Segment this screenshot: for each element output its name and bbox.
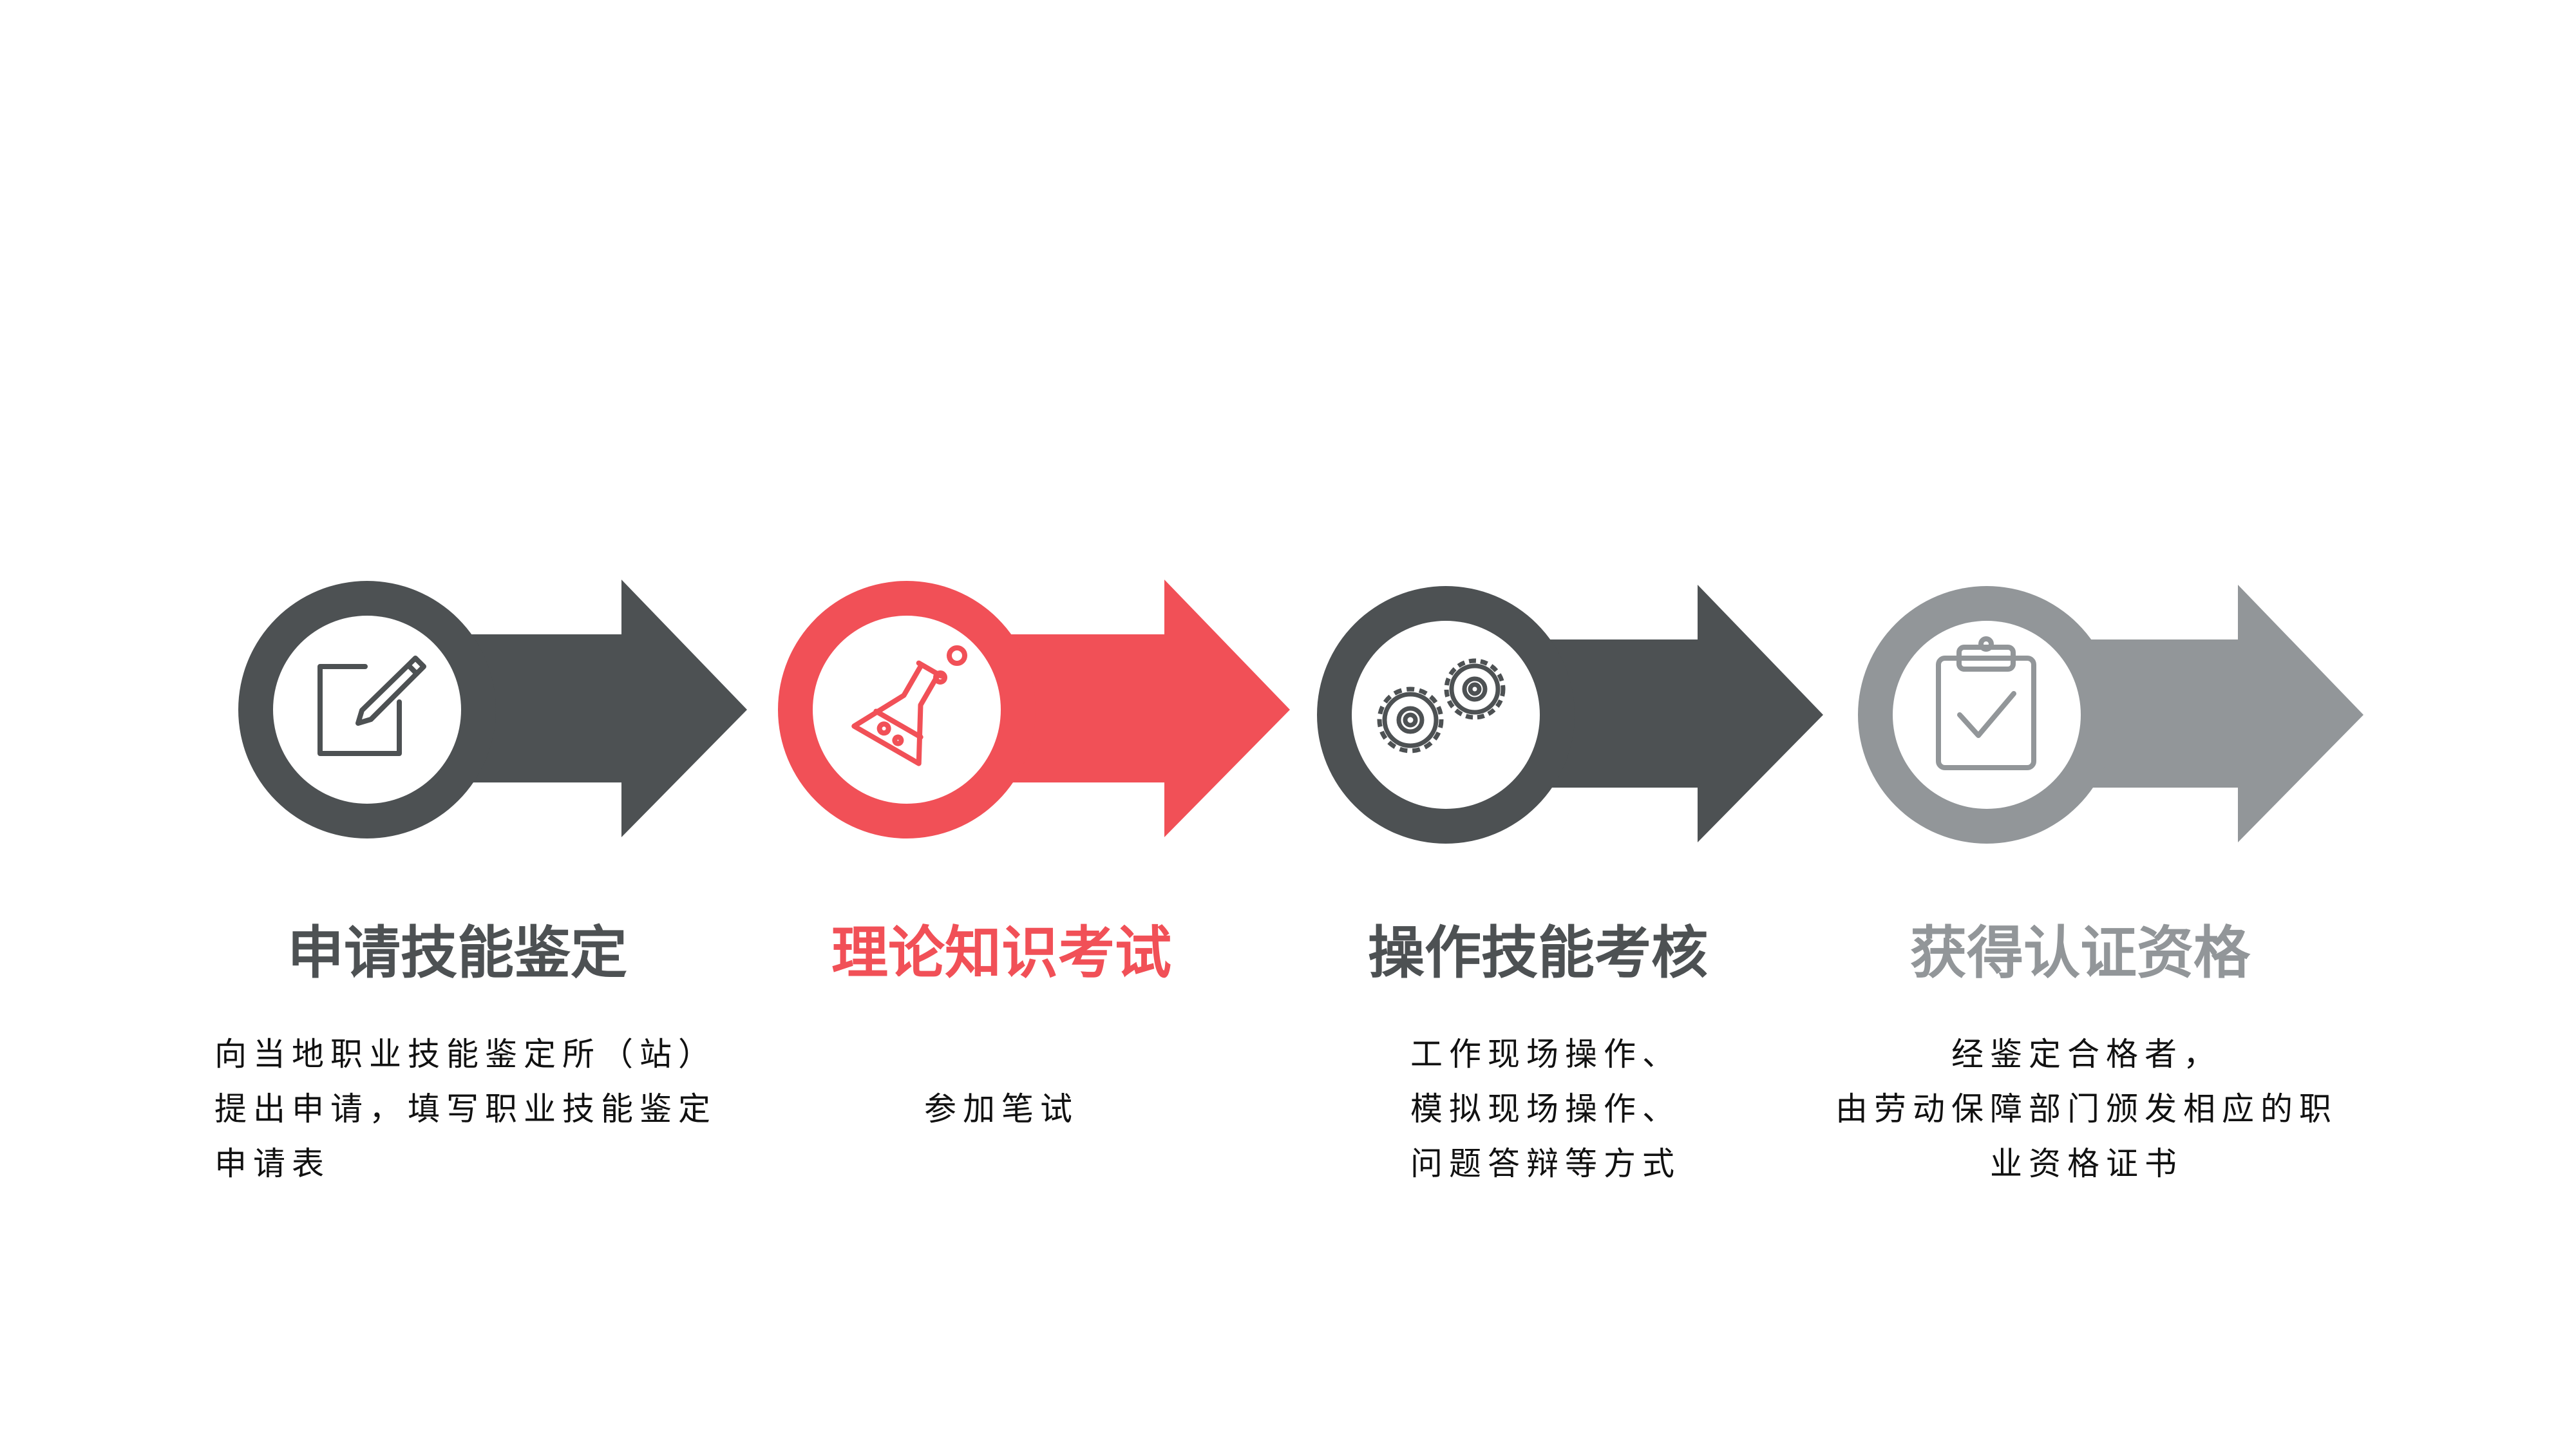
step-3-arrow [1317, 585, 1823, 844]
step-4-description-line-1: 经鉴定合格者， [1951, 1036, 2222, 1073]
step-1-description-line-2: 提出申请，填写职业技能鉴定 [214, 1090, 717, 1128]
step-2-arrow [778, 580, 1290, 838]
step-2-description: 参加笔试 [731, 1082, 1272, 1137]
step-1-description-line-3: 申请表 [214, 1145, 330, 1182]
step-3-arrow-head [1698, 585, 1823, 842]
flask-icon [851, 645, 967, 766]
step-1-arrow [238, 580, 747, 838]
step-2-ring-inner [813, 616, 1001, 804]
step-4-description-line-3: 业资格证书 [1990, 1145, 2183, 1182]
edit-icon [317, 656, 426, 756]
step-2-description-line-1: 参加笔试 [924, 1090, 1079, 1128]
step-1-title: 申请技能鉴定 [287, 920, 627, 986]
step-3-description-line-2: 模拟现场操作、 [1410, 1090, 1681, 1128]
step-1-ring-inner [273, 616, 461, 804]
step-3-title: 操作技能考核 [1367, 920, 1708, 986]
step-1-description: 向当地职业技能鉴定所（站） 提出申请，填写职业技能鉴定 申请表 [214, 1027, 755, 1191]
step-2-title: 理论知识考试 [831, 920, 1171, 986]
step-4-arrow [1858, 585, 2363, 844]
step-4-arrow-head [2238, 585, 2363, 842]
step-3-description-line-1: 工作现场操作、 [1410, 1036, 1681, 1073]
step-3-description-line-3: 问题答辩等方式 [1410, 1145, 1681, 1182]
step-3-ring-inner [1352, 621, 1540, 809]
step-1-description-line-1: 向当地职业技能鉴定所（站） [214, 1036, 717, 1073]
step-2-arrow-head [1164, 580, 1290, 837]
gears-icon [1377, 658, 1506, 753]
step-4-description-line-2: 由劳动保障部门颁发相应的职 [1835, 1090, 2338, 1128]
step-4-title: 获得认证资格 [1909, 920, 2250, 986]
step-4-description: 经鉴定合格者， 由劳动保障部门颁发相应的职 业资格证书 [1803, 1027, 2370, 1191]
step-1-arrow-head [621, 580, 747, 837]
clipboard-check-icon [1936, 636, 2036, 770]
step-3-description: 工作现场操作、 模拟现场操作、 问题答辩等方式 [1410, 1027, 1823, 1191]
